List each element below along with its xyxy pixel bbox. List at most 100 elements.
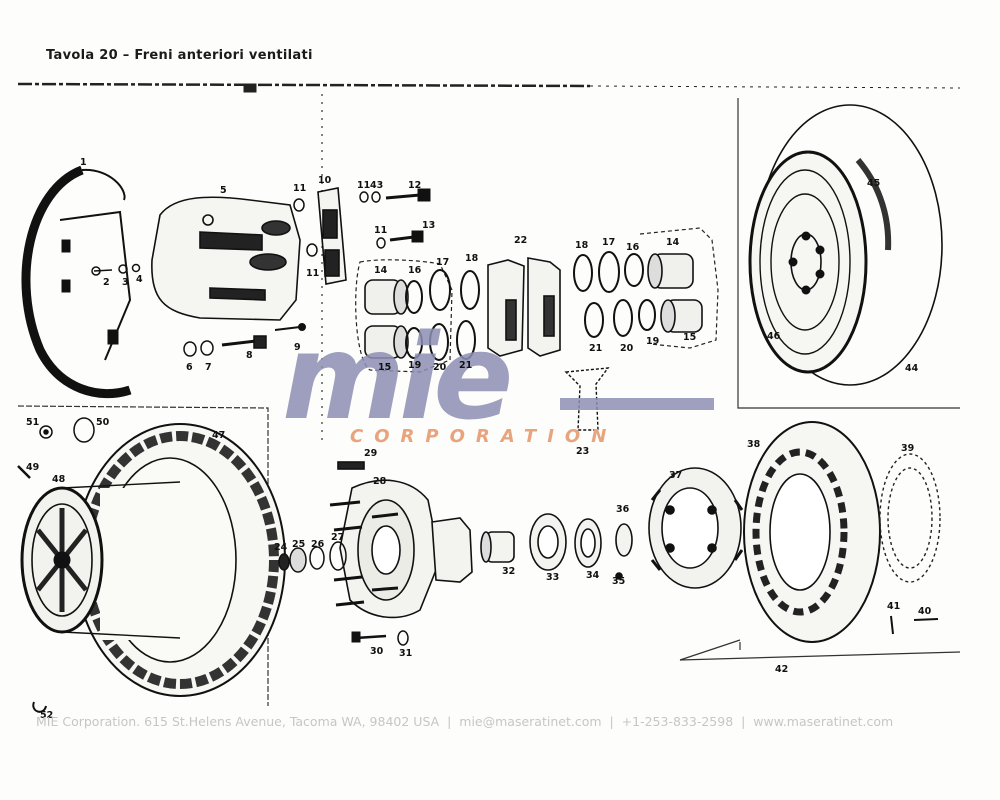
ventilated-disc-38 [743,421,881,643]
callout-5: 5 [220,185,227,196]
callout-45: 45 [867,178,880,189]
callout-43: 43 [370,180,383,191]
seal-rings-left [405,269,480,361]
callout-52: 52 [40,710,53,721]
small-parts-49-52 [17,417,95,713]
callout-40: 40 [918,606,932,617]
brake-pads-22 [487,257,561,357]
callout-4: 4 [136,274,143,285]
callout-37: 37 [669,470,682,481]
bearings-32-36 [480,513,633,580]
callout-labels: 1 2 3 4 5 6 7 8 9 10 11 11 11 11 43 12 1… [26,157,932,721]
watermark-corporation: CORPORATION [350,426,617,447]
callout-20-b: 20 [620,343,634,354]
callout-16-b: 16 [626,242,640,253]
callout-21-b: 21 [589,343,602,354]
callout-19-a: 19 [408,360,421,371]
callout-20-a: 20 [433,362,447,373]
callout-18-b: 18 [575,240,589,251]
caliper-half [151,196,301,321]
pad-spring-23 [564,367,610,431]
callout-14-b: 14 [666,237,680,248]
callout-33: 33 [546,572,559,583]
callout-15-a: 15 [378,362,391,373]
callout-34: 34 [586,570,600,581]
callout-3: 3 [122,277,129,288]
pistons-left [364,279,409,359]
callout-16-a: 16 [408,265,422,276]
watermark-letters: mie [282,308,509,446]
pistons-right [647,253,703,333]
callout-51: 51 [26,417,39,428]
callout-31: 31 [399,648,412,659]
footer-separator: | [741,714,746,729]
screws-40-41 [890,615,939,635]
callout-27: 27 [331,532,344,543]
bolt-30-31 [351,630,409,646]
callout-1: 1 [80,157,87,168]
caliper-bolt-8 [183,335,267,357]
dust-ring-39 [879,453,941,583]
callout-15-b: 15 [683,332,696,343]
callout-44: 44 [905,363,919,374]
disc-bell-37 [648,467,744,589]
bracket-10 [317,187,347,285]
callout-13: 13 [422,220,435,231]
callout-8: 8 [246,350,253,361]
footer-website[interactable]: www.maseratinet.com [753,714,894,729]
callout-11-c: 11 [357,180,370,191]
wheel-hub-disc-44 [748,104,943,386]
callout-42: 42 [775,664,788,675]
callout-38: 38 [747,439,761,450]
page-title: Tavola 20 – Freni anteriori ventilati [46,48,313,63]
callout-11-a: 11 [293,183,306,194]
footer-separator: | [447,714,452,729]
footer: MIE Corporation. 615 St.Helens Avenue, T… [36,714,966,729]
callout-11-d: 11 [374,225,387,236]
right-caliper-outline [639,227,719,349]
footer-company: MIE Corporation. 615 St.Helens Avenue, T… [36,714,440,729]
callout-10: 10 [318,175,332,186]
callout-35: 35 [612,576,625,587]
callout-21-a: 21 [459,360,472,371]
callout-14-a: 14 [374,265,388,276]
callout-19-b: 19 [646,336,659,347]
callout-46: 46 [767,331,781,342]
callout-12: 12 [408,180,421,191]
callout-49: 49 [26,462,39,473]
hub-nut-parts-24-27 [278,541,347,573]
footer-separator: | [609,714,614,729]
dust-shield [21,165,132,399]
callout-29: 29 [364,448,377,459]
callout-7: 7 [205,362,212,373]
callout-2: 2 [103,277,110,288]
callout-22: 22 [514,235,527,246]
callout-47: 47 [212,430,225,441]
hub-28 [329,461,473,619]
callout-17-b: 17 [602,237,615,248]
left-caliper-outline [355,259,453,373]
mie-watermark: mie CORPORATION [282,308,714,447]
tyre-and-rim [20,423,286,697]
callout-28: 28 [373,476,387,487]
callout-23: 23 [576,446,589,457]
callout-36: 36 [616,504,630,515]
callout-18-a: 18 [465,253,479,264]
bolt-2-3-4 [91,263,141,276]
callout-11-b: 11 [306,268,319,279]
footer-email[interactable]: mie@maseratinet.com [459,714,602,729]
callout-6: 6 [186,362,193,373]
callout-24: 24 [274,542,288,553]
callout-9: 9 [294,342,301,353]
callout-30: 30 [370,646,384,657]
callout-25: 25 [292,539,305,550]
callout-17-a: 17 [436,257,449,268]
callout-26: 26 [311,539,325,550]
bleed-screw-9 [274,323,306,331]
washers-11 [293,191,386,257]
bolts-12-13 [385,188,431,243]
top-separator [17,82,961,93]
callout-48: 48 [52,474,66,485]
callout-41: 41 [887,601,900,612]
seal-rings-right [573,251,656,338]
